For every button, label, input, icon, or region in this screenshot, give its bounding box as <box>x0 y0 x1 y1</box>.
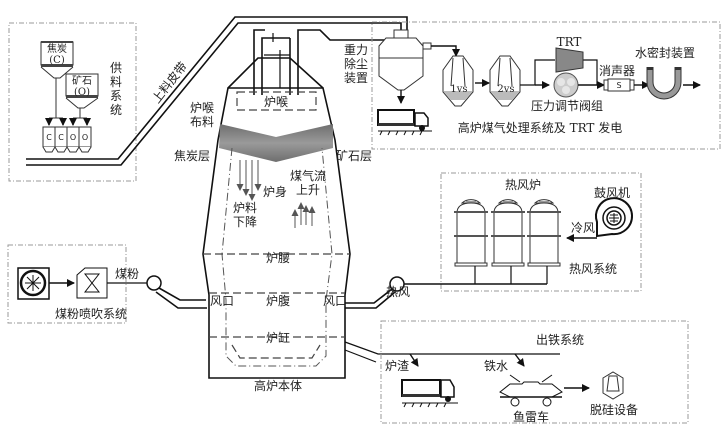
coal-powder-label: 煤粉 <box>115 267 139 281</box>
tapping-box <box>380 320 689 424</box>
slag-truck <box>401 379 458 408</box>
svg-text:(O): (O) <box>74 87 90 98</box>
gas-rise-arrows <box>291 202 316 228</box>
hot-air-label: 热风 <box>386 285 410 299</box>
tapping-title: 出铁系统 <box>536 333 584 347</box>
svg-text:压力调节阀组: 压力调节阀组 <box>531 99 603 113</box>
blower-fan: 鼓风机 <box>594 186 633 238</box>
belt-label: 上料皮带 <box>149 59 190 105</box>
water-seal: 水密封装置 <box>635 45 695 100</box>
svg-text:水密封装置: 水密封装置 <box>635 45 695 60</box>
cold-air-label: 冷风 <box>571 221 595 235</box>
svg-text:重力: 重力 <box>344 43 368 57</box>
pressure-valve-group: 压力调节阀组 <box>531 72 603 113</box>
hot-metal-label: 铁水 <box>484 359 508 373</box>
coal-feeder-icon <box>76 267 108 299</box>
gas-system-title: 高炉煤气处理系统及 TRT 发电 <box>458 120 622 135</box>
svg-text:脱硅设备: 脱硅设备 <box>590 402 638 417</box>
svg-text:装置: 装置 <box>344 71 368 85</box>
svg-text:O: O <box>70 133 76 142</box>
blast-furnace: 炉喉 炉身 炉料 下降 煤气流 上升 炉腰 炉腹 风口 风口 <box>174 29 560 393</box>
coal-injection-system: 煤粉喷吹系统 <box>7 244 127 324</box>
svg-text:热风炉: 热风炉 <box>505 178 541 192</box>
shaft-label: 炉身 <box>263 184 287 199</box>
throat-charging-label-1: 炉喉 <box>190 101 214 115</box>
svg-text:S: S <box>616 81 621 90</box>
svg-text:C: C <box>58 133 64 142</box>
furnace-title: 高炉本体 <box>254 378 302 393</box>
coke-layer-label: 焦炭层 <box>174 149 210 163</box>
svg-text:2vs: 2vs <box>497 84 514 95</box>
svg-text:矿石: 矿石 <box>72 74 92 87</box>
supply-title-char: 供 <box>110 61 122 75</box>
burden-layers <box>219 124 333 162</box>
dust-truck <box>377 109 432 136</box>
supply-system: 焦炭 (C) 矿石 (O) C <box>8 22 137 182</box>
coal-injection-title: 煤粉喷吹系统 <box>55 307 127 321</box>
tapping-system: 出铁系统 炉渣 铁水 鱼雷车 脱硅设备 <box>380 320 689 424</box>
burden-descent-label-1: 炉料 <box>233 201 257 215</box>
hot-blast-title: 热风系统 <box>569 262 617 276</box>
svg-text:鼓风机: 鼓风机 <box>594 186 630 200</box>
supply-system-title-1: 供料系统 <box>110 61 122 117</box>
belly-label: 炉腰 <box>266 251 290 265</box>
desilication-equipment: 脱硅设备 <box>590 371 638 417</box>
svg-text:除尘: 除尘 <box>344 56 368 71</box>
svg-text:消声器: 消声器 <box>599 64 635 78</box>
throat-label: 炉喉 <box>264 95 288 109</box>
supply-title-char: 料 <box>110 75 122 89</box>
gas-system-box <box>371 21 721 150</box>
ore-bin: 矿石 (O) <box>65 73 99 109</box>
coal-mill-icon <box>17 267 50 300</box>
ore-layer-label: 矿石层 <box>336 149 372 163</box>
burden-descent-label-2: 下降 <box>233 215 257 229</box>
trt-turbine: TRT <box>555 35 584 73</box>
coal-powder-line: 煤粉 <box>107 267 207 309</box>
burden-descent-arrows <box>236 160 262 201</box>
hearth-label: 炉缸 <box>266 330 290 345</box>
supply-system-box <box>8 22 137 182</box>
torpedo-car: 鱼雷车 <box>499 374 563 424</box>
gas-rise-label-2: 上升 <box>296 183 320 197</box>
coal-injection-box <box>7 244 127 324</box>
throat-charging-label-2: 布料 <box>190 115 214 129</box>
bosh-label: 炉腹 <box>266 294 290 308</box>
venturi-scrubber-1: 1vs <box>442 55 474 107</box>
svg-text:焦炭: 焦炭 <box>47 42 67 55</box>
svg-text:C: C <box>46 133 52 142</box>
svg-text:1vs: 1vs <box>450 84 467 95</box>
svg-text:鱼雷车: 鱼雷车 <box>513 409 549 424</box>
supply-title-char: 统 <box>110 103 122 117</box>
hot-blast-system: 热风炉 <box>399 172 642 292</box>
tuyere-right-label: 风口 <box>323 294 347 308</box>
svg-text:TRT: TRT <box>557 35 582 49</box>
slag-label: 炉渣 <box>385 359 409 373</box>
gas-rise-label-1: 煤气流 <box>290 168 326 183</box>
hot-air-line: 热风 <box>345 276 410 309</box>
svg-text:O: O <box>82 133 88 142</box>
supply-title-char: 系 <box>110 89 122 103</box>
dust-catcher: 重力 除尘 装置 <box>344 29 432 91</box>
hot-blast-box <box>440 172 642 292</box>
tuyere-left-label: 风口 <box>210 294 234 308</box>
coke-bin: 焦炭 (C) <box>40 41 74 79</box>
venturi-scrubber-2: 2vs <box>489 55 521 107</box>
hot-blast-stoves <box>454 199 561 267</box>
weighing-hoppers: C C O O <box>42 126 92 153</box>
gas-cleaning-system: 重力 除尘 装置 1vs 2vs <box>344 21 721 150</box>
svg-text:(C): (C) <box>49 55 65 66</box>
silencer: S 消声器 <box>599 64 635 92</box>
